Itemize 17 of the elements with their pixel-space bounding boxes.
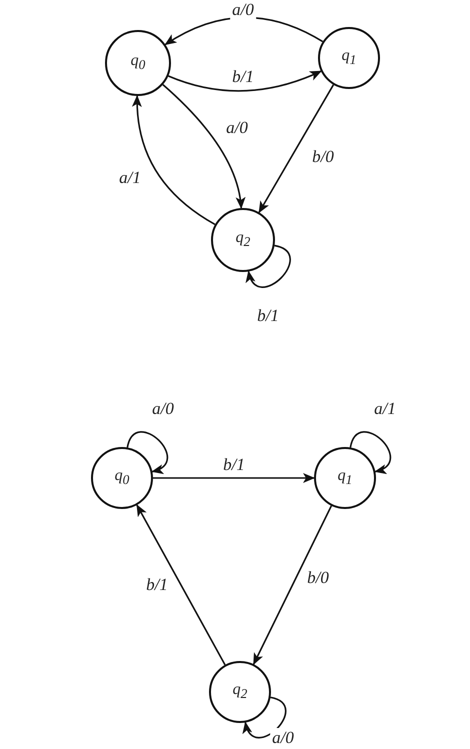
state-label: q$_{2}$ <box>236 229 250 251</box>
state-label: q$_{0}$ <box>114 467 130 489</box>
transition-arrow <box>252 505 332 666</box>
transition-arrow <box>247 244 291 288</box>
state-label: q$_{1}$ <box>338 467 352 489</box>
transition-arrow <box>136 504 226 666</box>
transition-arrow <box>168 70 322 92</box>
transition-arrow <box>153 473 315 483</box>
transition-arrow <box>258 84 334 214</box>
state-label: q$_{1}$ <box>342 47 356 69</box>
state-label: q$_{0}$ <box>130 52 146 74</box>
transition-arrow <box>244 696 286 738</box>
transition-arrow <box>132 95 216 226</box>
transition-arrow <box>162 84 246 210</box>
transition-arrow <box>350 431 392 472</box>
state-label: q$_{2}$ <box>232 681 248 703</box>
transition-arrow <box>126 431 168 472</box>
